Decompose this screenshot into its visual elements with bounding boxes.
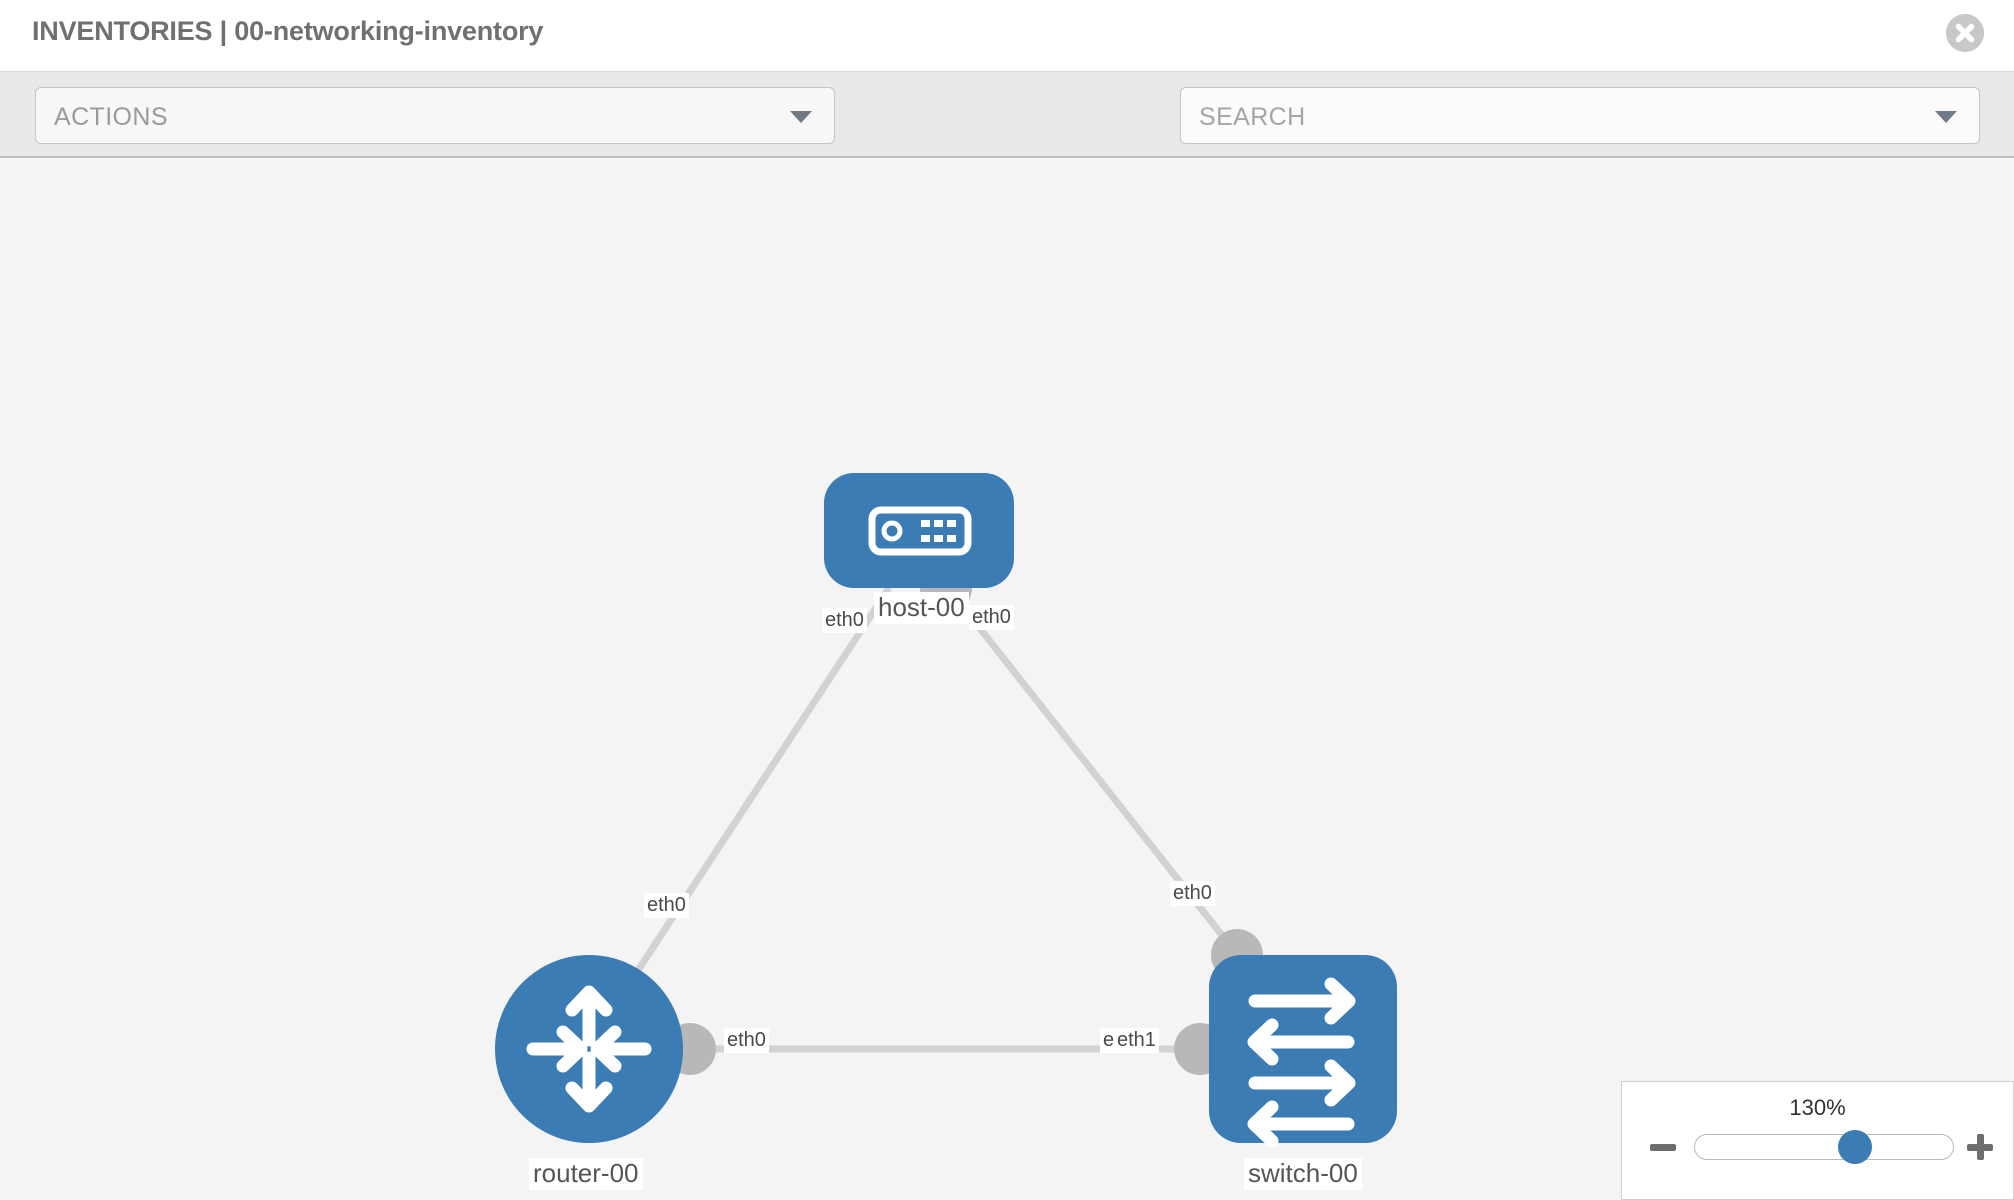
close-icon — [1946, 14, 1984, 52]
search-input[interactable]: SEARCH — [1180, 87, 1980, 144]
topology-graph — [495, 473, 1397, 1148]
node-host-00[interactable] — [824, 473, 1014, 588]
search-placeholder: SEARCH — [1199, 103, 1306, 131]
zoom-out-button[interactable] — [1650, 1134, 1676, 1160]
actions-dropdown[interactable]: ACTIONS — [35, 87, 835, 144]
close-button[interactable] — [1946, 14, 1984, 52]
minus-icon — [1650, 1144, 1676, 1151]
toolbar: ACTIONS SEARCH — [0, 72, 2014, 204]
iface-label: eth0 — [822, 608, 867, 633]
iface-label: eth1 — [1114, 1028, 1159, 1053]
node-label-router-00: router-00 — [529, 1158, 643, 1190]
node-router-00[interactable] — [495, 955, 683, 1143]
switch-arrows-icon — [1247, 977, 1356, 1148]
chevron-down-icon — [790, 110, 812, 123]
zoom-slider[interactable] — [1694, 1130, 1954, 1164]
iface-label: eth0 — [1170, 881, 1215, 906]
actions-dropdown-label: ACTIONS — [54, 103, 168, 131]
iface-label: eth0 — [724, 1028, 769, 1053]
iface-label: eth0 — [644, 893, 689, 918]
iface-label: eth0 — [969, 605, 1014, 630]
page-header: INVENTORIES | 00-networking-inventory — [0, 0, 2014, 72]
zoom-slider-handle[interactable] — [1837, 1130, 1872, 1164]
node-label-switch-00: switch-00 — [1244, 1158, 1362, 1190]
zoom-level-value: 130% — [1789, 1095, 1846, 1120]
zoom-control-panel: 130% — [1621, 1081, 2014, 1200]
topology-canvas[interactable]: host-00 router-00 switch-00 eth0 eth0 et… — [0, 158, 2014, 1200]
plus-icon-vertical — [1977, 1134, 1984, 1160]
zoom-in-button[interactable] — [1967, 1134, 1993, 1160]
edge-host00-router00[interactable] — [607, 586, 892, 1015]
port-group — [664, 562, 1263, 1075]
server-icon — [868, 506, 972, 556]
node-label-host-00: host-00 — [874, 592, 969, 624]
chevron-down-icon — [1935, 110, 1957, 123]
page-title: INVENTORIES | 00-networking-inventory — [32, 16, 544, 46]
edge-group — [607, 585, 1243, 1053]
router-arrows-icon — [526, 985, 652, 1113]
node-switch-00[interactable] — [1209, 955, 1397, 1148]
